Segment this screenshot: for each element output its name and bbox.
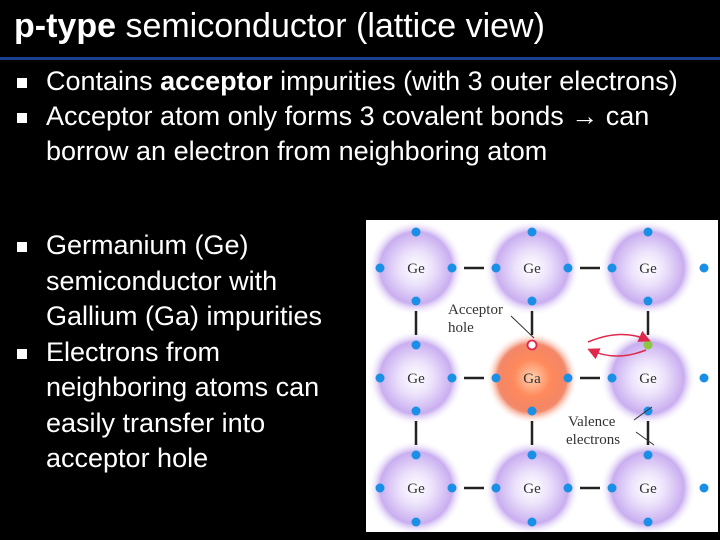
valence-pointer-1 xyxy=(633,406,653,421)
electron-dot xyxy=(411,340,421,350)
ge-atom-glow xyxy=(600,330,696,426)
ge-atom-glow xyxy=(600,220,696,316)
bullet-electrons: Electrons from neighboring atoms can eas… xyxy=(14,335,354,477)
bullet-text: Contains xyxy=(46,66,161,96)
ge-atom-label: Ge xyxy=(407,371,425,387)
electron-dot xyxy=(375,263,385,273)
electron-dot xyxy=(563,373,573,383)
ge-atom-label: Ge xyxy=(523,481,541,497)
bullet-bonds: Acceptor atom only forms 3 covalent bond… xyxy=(14,99,714,169)
ge-atom-label: Ge xyxy=(407,481,425,497)
electron-dot xyxy=(563,263,573,273)
electron-dot xyxy=(447,483,457,493)
electron-dot xyxy=(411,227,421,237)
bullet-marker xyxy=(17,348,27,359)
electron-dot xyxy=(607,373,617,383)
bottom-bullets: Germanium (Ge) semiconductor with Galliu… xyxy=(14,228,354,477)
ge-atom-glow xyxy=(484,220,580,316)
electron-dot xyxy=(491,483,501,493)
electron-dot xyxy=(699,483,709,493)
electron-dot xyxy=(447,263,457,273)
ge-atom-glow xyxy=(368,440,464,532)
electron-dot xyxy=(527,406,537,416)
bullet-text: Germanium (Ge) semiconductor with Galliu… xyxy=(46,230,323,331)
ga-atom-glow xyxy=(486,332,578,424)
electron-dot xyxy=(527,450,537,460)
ge-atom-label: Ge xyxy=(523,261,541,277)
electron-dot xyxy=(447,373,457,383)
top-bullets: Contains acceptor impurities (with 3 out… xyxy=(14,64,714,169)
bullet-acceptor: Contains acceptor impurities (with 3 out… xyxy=(14,64,714,99)
electron-dot xyxy=(643,227,653,237)
ge-atom-label: Ge xyxy=(639,261,657,277)
electron-dot xyxy=(411,517,421,527)
ge-atom-label: Ge xyxy=(639,371,657,387)
electron-dot xyxy=(375,483,385,493)
electron-dot xyxy=(643,340,653,350)
electron-dot xyxy=(411,406,421,416)
electron-dot xyxy=(491,263,501,273)
bullet-marker xyxy=(17,113,27,123)
valence-label-1: Valence xyxy=(568,414,616,430)
acceptor-pointer xyxy=(510,315,535,339)
bullet-text: impurities (with 3 outer electrons) xyxy=(272,66,678,96)
electron-dot xyxy=(607,263,617,273)
ge-atom-label: Ge xyxy=(639,481,657,497)
electron-dot xyxy=(563,483,573,493)
electron-dot xyxy=(607,483,617,493)
ga-atom-label: Ga xyxy=(523,371,541,387)
ge-atom-glow xyxy=(368,330,464,426)
ge-atom-glow xyxy=(600,440,696,532)
acceptor-hole xyxy=(526,339,538,351)
bullet-marker xyxy=(17,242,27,252)
valence-label-2: electrons xyxy=(566,432,620,448)
electron-dot xyxy=(643,296,653,306)
electron-dot xyxy=(411,450,421,460)
ge-atom-glow xyxy=(368,220,464,316)
bullet-text: Electrons from neighboring atoms can eas… xyxy=(46,336,320,474)
title-divider xyxy=(0,57,720,60)
electron-dot xyxy=(527,227,537,237)
title-bold: p-type xyxy=(14,7,116,45)
electron-dot xyxy=(527,517,537,527)
valence-pointer-2 xyxy=(635,431,655,446)
bullet-text: Acceptor atom only forms 3 covalent bond… xyxy=(46,101,650,166)
bullet-marker xyxy=(17,78,27,88)
transfer-arrow-bottom xyxy=(587,348,647,360)
electron-dot xyxy=(643,517,653,527)
title-rest: semiconductor (lattice view) xyxy=(116,7,545,45)
electron-dot xyxy=(375,373,385,383)
electron-dot xyxy=(491,373,501,383)
bullet-germanium: Germanium (Ge) semiconductor with Galliu… xyxy=(14,228,354,335)
bullet-bold: acceptor xyxy=(160,66,273,96)
slide-title: p-type semiconductor (lattice view) xyxy=(14,4,545,48)
electron-dot xyxy=(699,263,709,273)
electron-dot xyxy=(527,296,537,306)
electron-dot xyxy=(411,296,421,306)
electron-dot xyxy=(643,450,653,460)
acceptor-label-2: hole xyxy=(448,320,474,336)
ge-atom-label: Ge xyxy=(407,261,425,277)
electron-dot xyxy=(699,373,709,383)
transfer-arrow-top xyxy=(587,330,651,343)
ge-atom-glow xyxy=(484,440,580,532)
acceptor-label-1: Acceptor xyxy=(448,302,503,318)
